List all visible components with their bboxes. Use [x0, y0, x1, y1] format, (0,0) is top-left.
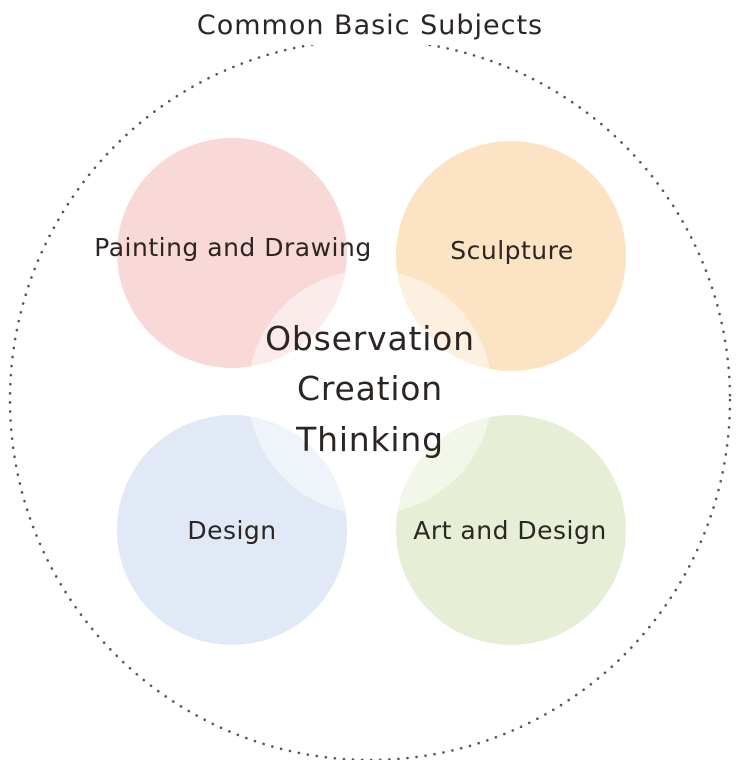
design-label: Design — [187, 516, 276, 545]
sculpture-label: Sculpture — [450, 236, 574, 265]
sculpture-circle — [396, 141, 626, 371]
core-circle — [248, 270, 492, 514]
design-circle — [117, 415, 347, 645]
core-label-thinking: Thinking — [295, 420, 444, 459]
outer-boundary-ring — [8, 38, 732, 760]
diagram-title: Common Basic Subjects — [197, 10, 543, 41]
core-label-creation: Creation — [297, 369, 443, 408]
core-label-observation: Observation — [265, 319, 475, 358]
art-design-circle — [396, 415, 626, 645]
painting-drawing-circle — [117, 138, 347, 368]
painting-drawing-label: Painting and Drawing — [94, 233, 371, 262]
art-design-label: Art and Design — [413, 516, 606, 545]
